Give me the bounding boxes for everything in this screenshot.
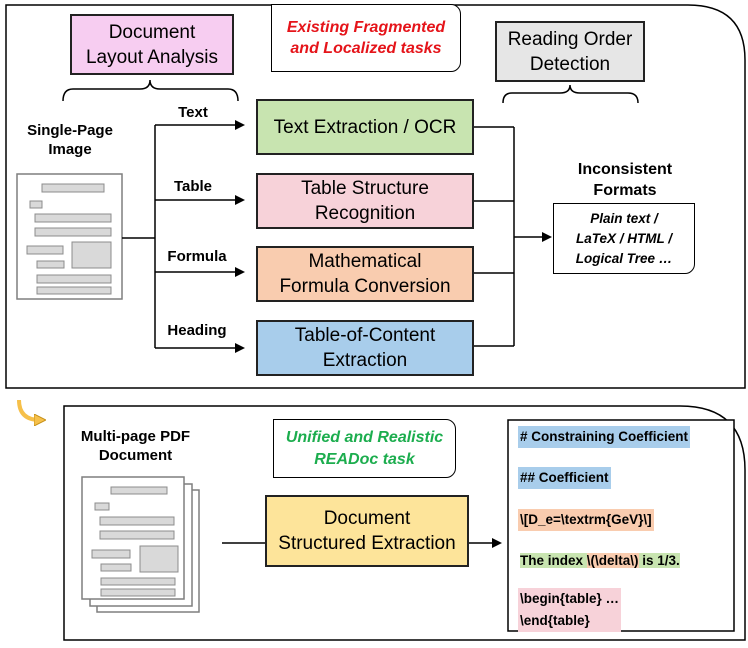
formats-box: Plain text / LaTeX / HTML / Logical Tree… [553,203,695,274]
output-line-heading2: ## Coefficient [518,467,611,489]
top-section-frame [5,4,746,389]
branch-label-formula: Formula [167,247,227,265]
toc-extraction-box: Table-of-Content Extraction [256,320,474,376]
reading-order-brace [502,84,639,104]
structured-extraction-box: Document Structured Extraction [265,495,469,567]
output-line-table: \begin{table} … \end{table} [518,588,622,632]
reading-order-box: Reading Order Detection [495,21,645,82]
multi-page-pdf-label: Multi-page PDF Document [80,428,191,464]
output-text-prefix: The index [520,553,587,568]
single-page-document-icon [16,173,123,300]
existing-tasks-box: Existing Fragmented and Localized tasks [271,4,461,72]
output-line-heading1: # Constraining Coefficient [518,426,691,448]
layout-brace [62,79,239,102]
output-text-suffix: is 1/3. [638,553,680,568]
single-page-image-label: Single-Page Image [27,122,113,158]
formula-conversion-box: Mathematical Formula Conversion [256,246,474,302]
output-text-math: \(\delta\) [586,553,639,568]
table-structure-box: Table Structure Recognition [256,173,474,229]
branch-connectors [122,120,245,353]
branch-label-text: Text [178,103,208,121]
output-line-equation: \[D_e=\textrm{GeV}\] [518,509,654,531]
merge-connectors [474,126,552,347]
layout-analysis-box: Document Layout Analysis [70,14,234,75]
multi-page-document-icon [81,476,200,613]
inconsistent-formats-label: Inconsistent Formats [577,161,673,199]
text-extraction-box: Text Extraction / OCR [256,99,474,155]
output-line-text: The index \(\delta\) is 1/3. [518,550,682,572]
branch-label-heading: Heading [167,321,227,339]
unified-task-box: Unified and Realistic READoc task [273,419,456,478]
branch-label-table: Table [173,177,213,195]
transition-arrow [17,399,40,420]
